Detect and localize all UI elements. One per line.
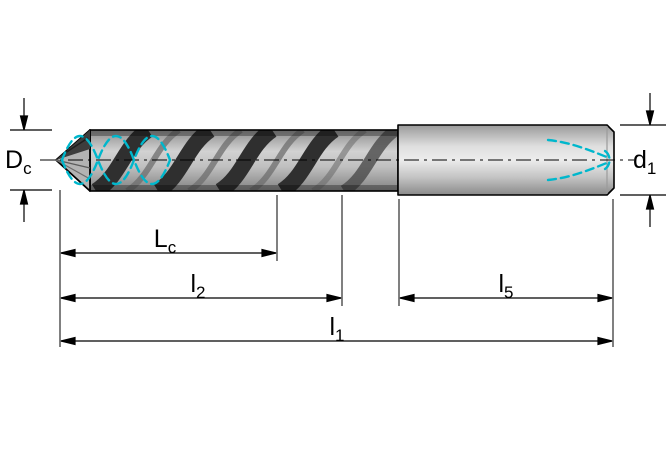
dimension-lc xyxy=(60,248,277,258)
coolant-exit-bottom xyxy=(546,160,611,182)
dimension-l5 xyxy=(399,293,613,303)
dimension-dc xyxy=(10,98,52,222)
label-flute-length-lc: Lc xyxy=(154,225,177,257)
coolant-exit-top xyxy=(546,138,611,160)
drill-flute-section xyxy=(89,129,399,192)
dimension-l1 xyxy=(60,336,613,346)
dimension-l2 xyxy=(60,293,342,303)
label-length-l2: l2 xyxy=(190,270,205,302)
label-shank-diameter: d1 xyxy=(633,146,656,178)
coolant-helix-b xyxy=(60,134,172,186)
dimension-linework xyxy=(10,93,666,347)
label-cutting-diameter: Dc xyxy=(5,146,32,178)
coolant-exit-face xyxy=(603,149,611,171)
dimension-d1 xyxy=(620,93,666,227)
label-shank-length-l5: l5 xyxy=(498,270,513,302)
label-overall-length-l1: l1 xyxy=(329,313,344,345)
coolant-channel-lines xyxy=(60,134,611,186)
coolant-helix-a xyxy=(60,134,172,186)
